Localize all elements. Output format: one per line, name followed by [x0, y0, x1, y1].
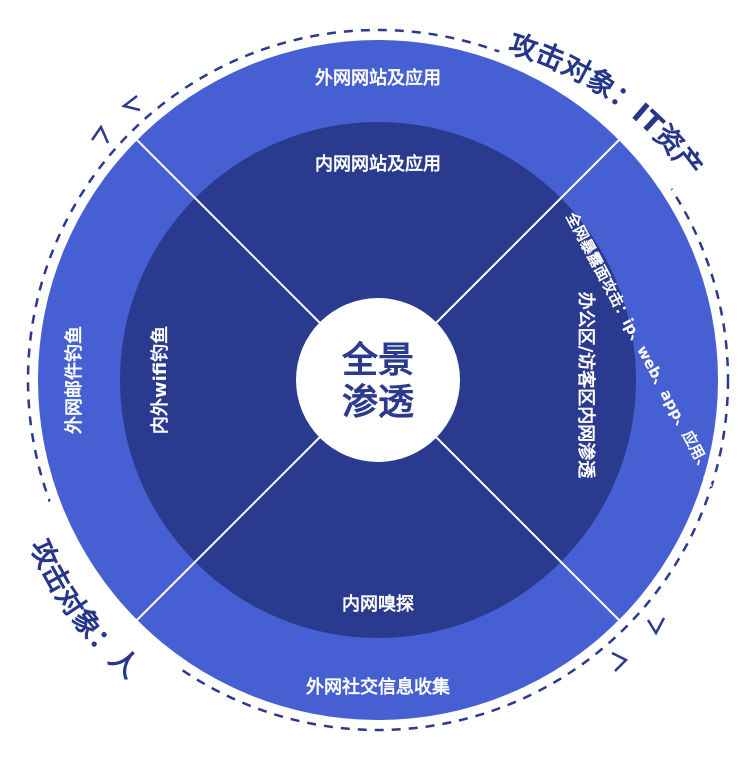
divider-br	[435, 436, 622, 623]
outer-label-left: 外网邮件钓鱼	[63, 326, 85, 434]
arrow-top-left-icon	[121, 95, 141, 112]
center-line1: 全景	[341, 339, 414, 381]
arrow-right-down-icon	[646, 617, 666, 636]
center-line2: 渗透	[342, 382, 415, 423]
inner-label-bottom: 内网嗅探	[342, 593, 415, 615]
center-circle	[296, 298, 460, 462]
divider-tr	[435, 137, 622, 324]
divider-tl	[134, 137, 321, 324]
inner-label-left: 内外wifi钓鱼	[149, 326, 171, 434]
arrow-left-up-icon	[90, 124, 110, 144]
outer-label-bottom: 外网社交信息收集	[306, 676, 451, 698]
inner-label-top: 内网网站及应用	[315, 153, 441, 175]
outer-label-top: 外网网站及应用	[315, 67, 441, 89]
divider-bl	[134, 436, 321, 623]
inner-label-right: 办公区/访客区内网渗透	[575, 292, 597, 480]
arrow-bottom-right-icon	[611, 651, 629, 672]
outer-dashed-ring	[26, 28, 730, 732]
